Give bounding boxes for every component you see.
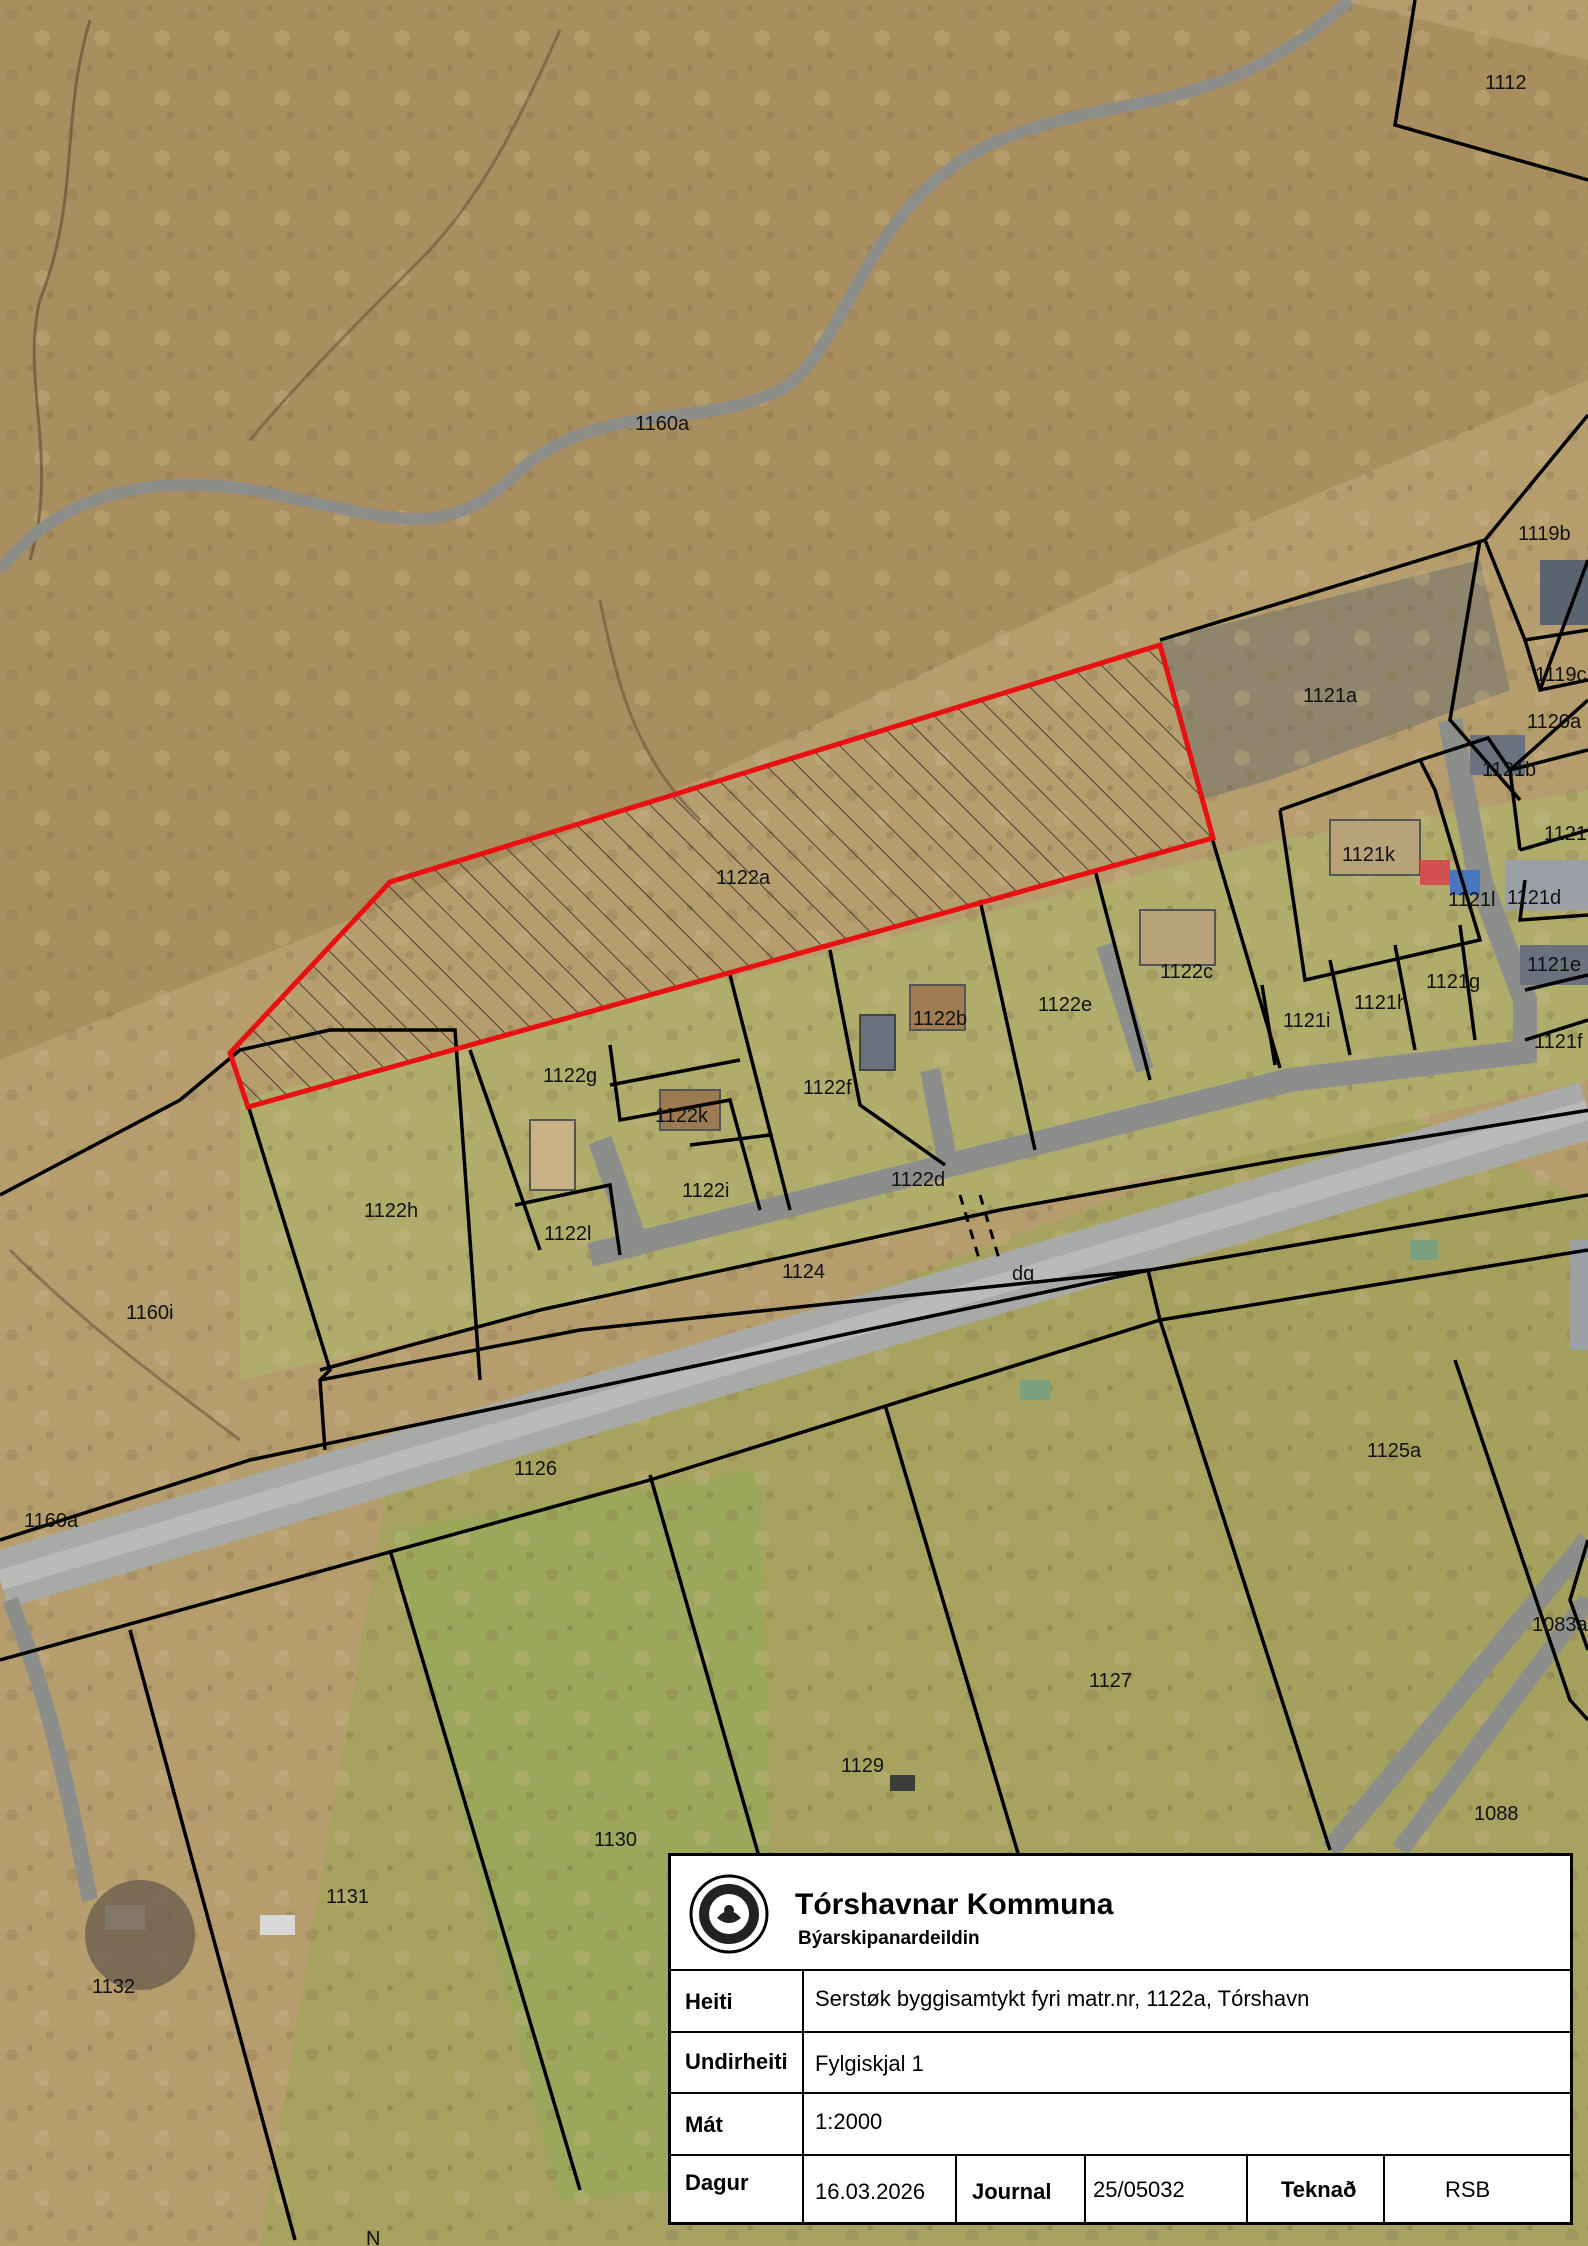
row-mat: Mát 1:2000 <box>671 2092 1570 2156</box>
column-divider <box>1383 2154 1385 2222</box>
road-east <box>1322 1533 1588 1857</box>
parcel-label: 1121d <box>1507 887 1561 909</box>
parcel-label: 1131 <box>326 1886 369 1908</box>
parcel-label: 1120a <box>1527 711 1582 733</box>
stream-2 <box>248 29 562 441</box>
undirheiti-label: Undirheiti <box>685 2049 788 2074</box>
parcel-label: 1088 <box>1474 1803 1519 1825</box>
road-1122d <box>587 717 1537 1267</box>
road-spur-2 <box>1096 942 1154 1073</box>
parcel-label: 1122c <box>1160 961 1213 983</box>
parcel-label: 1130 <box>594 1829 637 1851</box>
column-divider <box>1084 2154 1086 2222</box>
row-undirheiti: Undirheiti Fylgiskjal 1 <box>671 2031 1570 2094</box>
parcel-label: 1122e <box>1038 994 1092 1016</box>
mat-label: Mát <box>685 2112 723 2137</box>
parcel-label: 1125a <box>1367 1440 1422 1462</box>
row-heiti: Heiti Serstøk byggisamtykt fyri matr.nr,… <box>671 1969 1570 2033</box>
parcel-label: 1121i <box>1283 1010 1330 1032</box>
road-1088 <box>1392 1594 1588 1856</box>
parcel-label: 1119b <box>1518 523 1571 545</box>
parcel-labels: 1112 1160a 1119b 1119c 1121a 1120a 1121b… <box>24 72 1588 2246</box>
stream-1 <box>28 19 92 561</box>
buildings <box>85 560 1588 1990</box>
column-divider <box>1246 2154 1248 2222</box>
parcel-label: 1132 <box>92 1976 135 1998</box>
parcel-label: 1121f <box>1534 1031 1583 1053</box>
title-block: Tórshavnar Kommuna Býarskipanardeildin H… <box>668 1853 1573 2225</box>
parcel-label: 1121b <box>1482 759 1536 781</box>
parcel-label: 1119c <box>1535 664 1587 686</box>
road-spur-3 <box>588 1136 652 1259</box>
department-name: Býarskipanardeildin <box>798 1928 980 1949</box>
journal-label: Journal <box>972 2179 1052 2204</box>
row-dagur: Dagur 16.03.2026 Journal 25/05032 Teknað… <box>671 2154 1570 2222</box>
stream-4 <box>8 1248 241 1442</box>
teknad-label: Teknað <box>1281 2177 1357 2202</box>
municipal-seal-icon <box>689 1874 769 1954</box>
parcel-label: 1124 <box>782 1261 825 1283</box>
parcel-label: 1121h <box>1354 992 1408 1014</box>
subject-parcel-1122a[interactable] <box>227 641 1217 1111</box>
parcel-label: 1121e <box>1527 954 1581 976</box>
road-spur-1 <box>920 1068 960 1177</box>
teknad-value: RSB <box>1445 2177 1491 2202</box>
dagur-value: 16.03.2026 <box>815 2179 926 2204</box>
parcel-label: 1122f <box>803 1077 852 1099</box>
road-1160a <box>0 0 1355 574</box>
parcel-label: 1160i <box>126 1302 173 1324</box>
parcel-label: 1122d <box>891 1169 945 1191</box>
parcel-label: 1112 <box>1485 72 1527 94</box>
parcel-label: N <box>366 2228 380 2246</box>
parcel-label: 1122h <box>364 1200 418 1222</box>
parcel-label: 1122a <box>716 867 771 889</box>
parcel-label: 1160a <box>24 1510 79 1532</box>
parcel-label: dq <box>1012 1263 1034 1285</box>
parcel-label: 1122l <box>544 1223 591 1245</box>
parcel-label: 1121k <box>1342 844 1396 866</box>
parcel-label: 1121l <box>1448 889 1495 911</box>
road-west <box>2 1597 98 1902</box>
heiti-label: Heiti <box>685 1989 733 2014</box>
journal-value: 25/05032 <box>1093 2177 1185 2202</box>
parcel-label: 1121c <box>1544 823 1588 845</box>
parcel-label: 1129 <box>841 1755 884 1777</box>
parcel-label: 1126 <box>514 1458 557 1480</box>
organization-name: Tórshavnar Kommuna <box>795 1888 1114 1921</box>
parcel-label: 1122i <box>682 1180 729 1202</box>
title-block-header: Tórshavnar Kommuna Býarskipanardeildin <box>671 1856 1570 1971</box>
parcel-label: 1122b <box>913 1008 967 1030</box>
parcel-label: 1127 <box>1089 1670 1132 1692</box>
dagur-label: Dagur <box>685 2170 749 2195</box>
parcel-label: 1122g <box>543 1065 597 1087</box>
parcel-label: 1121g <box>1426 971 1480 993</box>
road-crossing-dashes <box>958 1194 1002 1263</box>
parcel-label: 1083a <box>1532 1614 1588 1636</box>
undirheiti-value: Fylgiskjal 1 <box>815 2051 924 2076</box>
parcel-label: 1121a <box>1303 685 1358 707</box>
parcel-label: 1160a <box>635 413 690 435</box>
mat-value: 1:2000 <box>815 2109 883 2134</box>
parcel-label: 1122k <box>655 1105 709 1127</box>
column-divider <box>802 1969 804 2222</box>
heiti-value: Serstøk byggisamtykt fyri matr.nr, 1122a… <box>815 1986 1310 2011</box>
column-divider <box>955 2154 957 2222</box>
